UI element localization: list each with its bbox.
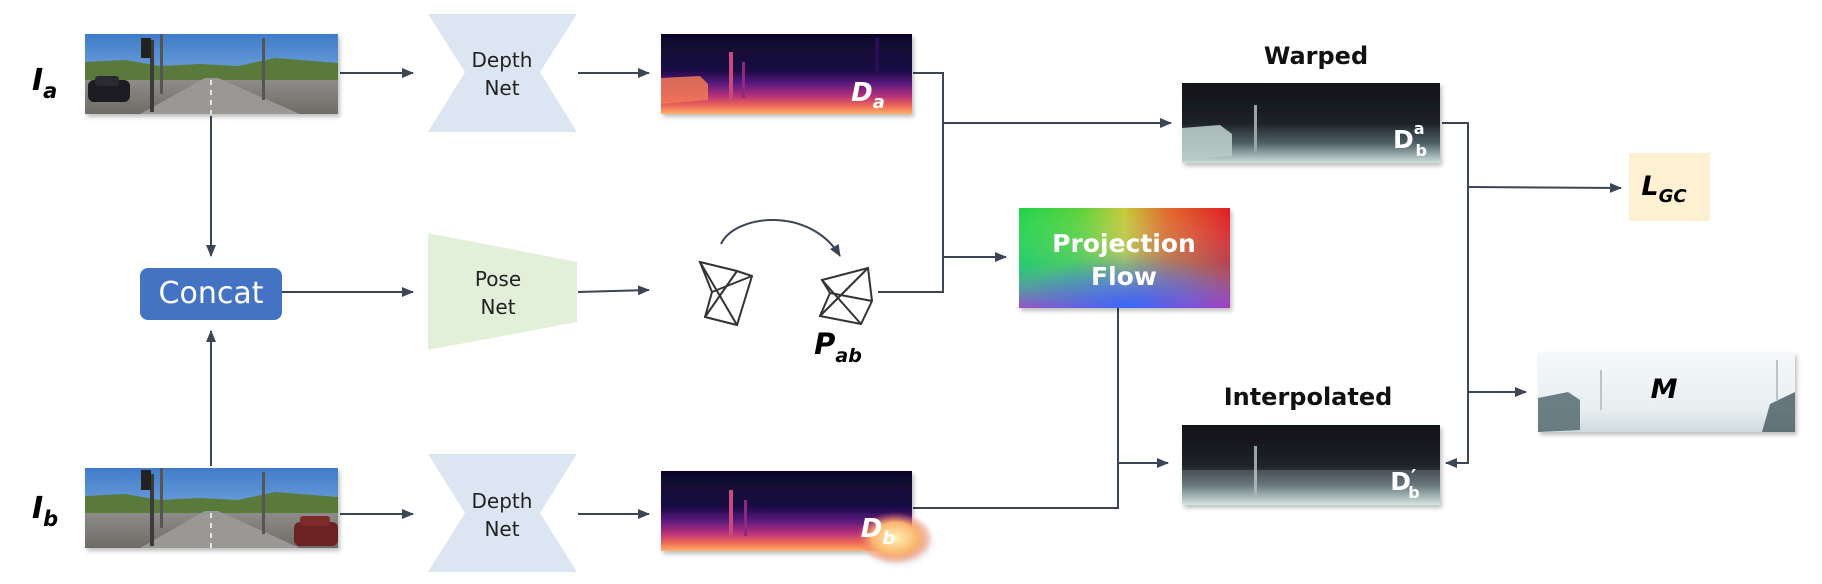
arrow-posenet-to-pose: [577, 285, 650, 296]
ia-label: Ia: [32, 63, 57, 103]
projection-flow-label1: Projection: [1052, 229, 1196, 258]
concat-button[interactable]: Concat: [140, 268, 282, 320]
wire-db-to-interpolated: [913, 463, 1119, 509]
depth-map-db: Db: [661, 471, 933, 564]
camera-pose-b-icon: [818, 266, 874, 326]
input-image-ia: [85, 34, 338, 114]
depth-map-da: Da: [661, 34, 912, 114]
depth-net-bottom-label1: Depth: [472, 489, 533, 513]
pose-net-label1: Pose: [475, 267, 521, 291]
depth-net-top-label1: Depth: [472, 48, 533, 72]
depth-net-top[interactable]: Depth Net: [428, 14, 577, 132]
wire-warped-to-interpolated: [1442, 122, 1469, 468]
camera-pose-a-icon: [698, 260, 754, 327]
concat-label: Concat: [159, 276, 264, 311]
input-image-ib: [85, 468, 338, 548]
projection-flow: Projection Flow: [1019, 208, 1230, 308]
interpolated-title: Interpolated: [1224, 383, 1393, 411]
lgc-label: LGC: [1641, 171, 1687, 207]
projection-flow-label2: Flow: [1091, 262, 1157, 291]
connectors: [206, 68, 1622, 519]
mask-output: M: [1538, 352, 1795, 432]
arrow-to-lgc: [1467, 182, 1622, 193]
mask-label: M: [1651, 374, 1678, 405]
pose-label: Pab: [814, 327, 862, 367]
lgc-output: LGC: [1629, 153, 1710, 221]
pose-net[interactable]: Pose Net: [428, 233, 577, 350]
warped-title: Warped: [1264, 42, 1368, 70]
db-label: Db: [861, 514, 896, 549]
pose-net-label2: Net: [480, 295, 515, 319]
wire-da-pose: [878, 72, 944, 293]
ib-label: Ib: [32, 491, 58, 531]
da-label: Da: [851, 78, 885, 113]
interpolated-depth-map: D′b: [1182, 425, 1440, 505]
depth-net-top-label2: Net: [484, 76, 519, 100]
depth-net-bottom[interactable]: Depth Net: [428, 454, 577, 572]
arrow-flow-to-interpolated: [1117, 306, 1169, 468]
interpolated-label: D′b: [1390, 465, 1420, 502]
depth-net-bottom-label2: Net: [484, 517, 519, 541]
arrow-pose-transform: [720, 219, 841, 257]
